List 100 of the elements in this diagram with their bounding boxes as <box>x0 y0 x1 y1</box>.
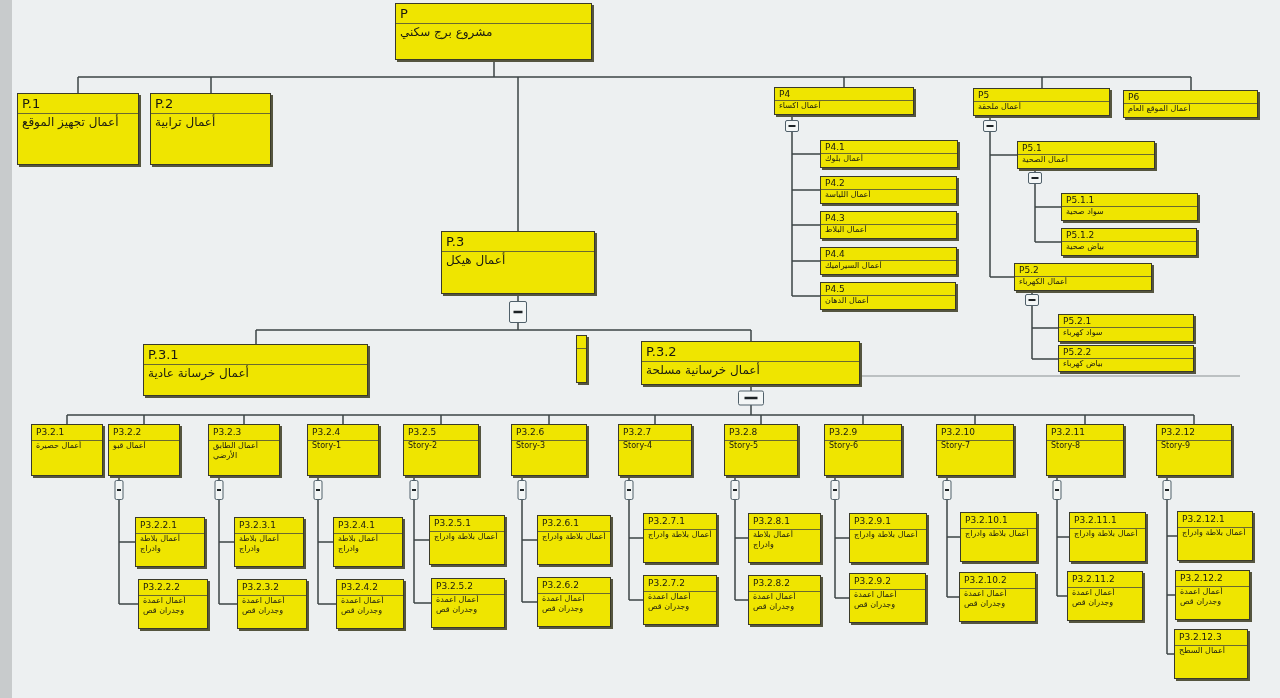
wbs-title: أعمال البلاط <box>825 225 867 235</box>
wbs-code: P3.2.5 <box>408 427 437 438</box>
wbs-code: P3.2.12.2 <box>1180 573 1223 584</box>
connector-line <box>255 293 752 345</box>
wbs-node <box>618 424 692 476</box>
wbs-title: أعمال اعمدة وجدران قص <box>753 592 797 612</box>
wbs-title: سواد صحية <box>1066 207 1104 217</box>
wbs-code: P3.2.6.1 <box>542 518 579 529</box>
wbs-node <box>234 517 304 567</box>
wbs-code: P3.2.10 <box>941 427 976 438</box>
wbs-code: P3.2.8.2 <box>753 578 790 589</box>
wbs-code: P3.2.2.1 <box>140 520 177 531</box>
connector-line <box>734 475 749 601</box>
wbs-code: P3.2.7.2 <box>648 578 685 589</box>
wbs-node <box>537 515 611 565</box>
wbs-code: P.3.1 <box>148 347 179 362</box>
wbs-node <box>820 282 956 310</box>
wbs-title: أعمال اعمدة وجدران قص <box>1180 587 1224 607</box>
wbs-node <box>237 579 307 629</box>
wbs-node <box>143 344 368 396</box>
wbs-title: أعمال حصيرة <box>36 441 82 451</box>
wbs-node <box>820 247 957 275</box>
wbs-code: P <box>400 6 408 21</box>
wbs-code: P3.2.7.1 <box>648 516 685 527</box>
wbs-code: P5.2.2 <box>1063 347 1092 357</box>
wbs-code: P3.2.11.2 <box>1072 574 1115 585</box>
wbs-title: Story-8 <box>1051 441 1080 451</box>
wbs-code: P3.2.8 <box>729 427 758 438</box>
wbs-node <box>1061 228 1197 256</box>
wbs-code: P3.2.12.3 <box>1179 632 1222 643</box>
wbs-node <box>936 424 1014 476</box>
wbs-title: أعمال الدهان <box>825 296 869 306</box>
connector-line <box>1166 475 1178 655</box>
wbs-title: Story-3 <box>516 441 545 451</box>
wbs-node <box>1067 571 1143 621</box>
wbs-node <box>1017 141 1155 169</box>
wbs-code: P3.2.8.1 <box>753 516 790 527</box>
wbs-node <box>1175 570 1250 620</box>
wbs-code: P.3.2 <box>646 344 677 359</box>
wbs-code: P5 <box>978 90 990 100</box>
wbs-title: أعمال اعمدة وجدران قص <box>436 595 480 615</box>
wbs-title: أعمال تجهيز الموقع <box>22 115 119 130</box>
wbs-title: أعمال الطابق الأرضي <box>213 441 259 461</box>
wbs-code: P5.1 <box>1022 143 1042 153</box>
wbs-title: أعمال اكساء <box>779 101 821 111</box>
wbs-code: P5.2.1 <box>1063 316 1092 326</box>
wbs-code: P3.2.7 <box>623 427 652 438</box>
wbs-node <box>1058 314 1194 342</box>
wbs-title: أعمال اعمدة وجدران قص <box>1072 588 1116 608</box>
wbs-node <box>748 575 821 625</box>
wbs-code: P.1 <box>22 96 41 111</box>
wbs-code: P3.2.6 <box>516 427 545 438</box>
wbs-title: أعمال الموقع العام <box>1128 104 1191 114</box>
wbs-code: P3.2.9.2 <box>854 576 891 587</box>
wbs-title: أعمال اللياسة <box>825 190 871 200</box>
wbs-title: أعمال اعمدة وجدران قص <box>964 589 1008 609</box>
connector-line <box>946 475 961 598</box>
connector-line <box>317 475 337 605</box>
wbs-title: Story-9 <box>1161 441 1190 451</box>
wbs-node <box>849 573 926 623</box>
wbs-title: بياض كهرباء <box>1063 359 1103 369</box>
wbs-node <box>1156 424 1232 476</box>
wbs-title: أعمال خرسانية مسلحة <box>646 363 760 378</box>
wbs-node <box>643 575 717 625</box>
wbs-title: أعمال هيكل <box>446 253 506 268</box>
wbs-title: أعمال اعمدة وجدران قص <box>542 594 586 614</box>
wbs-node <box>820 176 957 204</box>
wbs-node <box>824 424 902 476</box>
wbs-node <box>1123 90 1258 118</box>
wbs-node <box>641 341 860 385</box>
wbs-title: أعمال بلاطة وادراج <box>239 534 281 554</box>
wbs-code: P3.2.4.1 <box>338 520 375 531</box>
connector-line <box>628 475 644 601</box>
wbs-title: سواد كهرباء <box>1063 328 1103 338</box>
connector-line <box>1056 475 1070 597</box>
wbs-code: P3.2.3.2 <box>242 582 279 593</box>
wbs-code: P3.2.2.2 <box>143 582 180 593</box>
wbs-node <box>431 578 505 628</box>
wbs-code: P5.1.2 <box>1066 230 1095 240</box>
wbs-node <box>959 572 1036 622</box>
wbs-title: أعمال اعمدة وجدران قص <box>143 596 187 616</box>
wbs-node <box>441 231 595 294</box>
wbs-node <box>1014 263 1152 291</box>
wbs-code: P3.2.3 <box>213 427 242 438</box>
wbs-code: P3.2.6.2 <box>542 580 579 591</box>
wbs-node <box>774 87 914 115</box>
wbs-title: أعمال اعمدة وجدران قص <box>242 596 286 616</box>
connector-line <box>66 384 1195 425</box>
wbs-title: أعمال قبو <box>113 441 146 451</box>
wbs-title: أعمال بلاطة وادراج <box>648 530 712 540</box>
wbs-node <box>135 517 205 567</box>
wbs-code: P3.2.11 <box>1051 427 1086 438</box>
wbs-node <box>307 424 379 476</box>
wbs-title: أعمال اعمدة وجدران قص <box>854 590 898 610</box>
wbs-code: P3.2.11.1 <box>1074 515 1117 526</box>
wbs-code: P4.3 <box>825 213 845 223</box>
wbs-title: مشروع برج سكني <box>400 25 493 40</box>
connector-line <box>218 475 238 605</box>
connector-line <box>521 475 538 603</box>
wbs-node <box>643 513 717 563</box>
